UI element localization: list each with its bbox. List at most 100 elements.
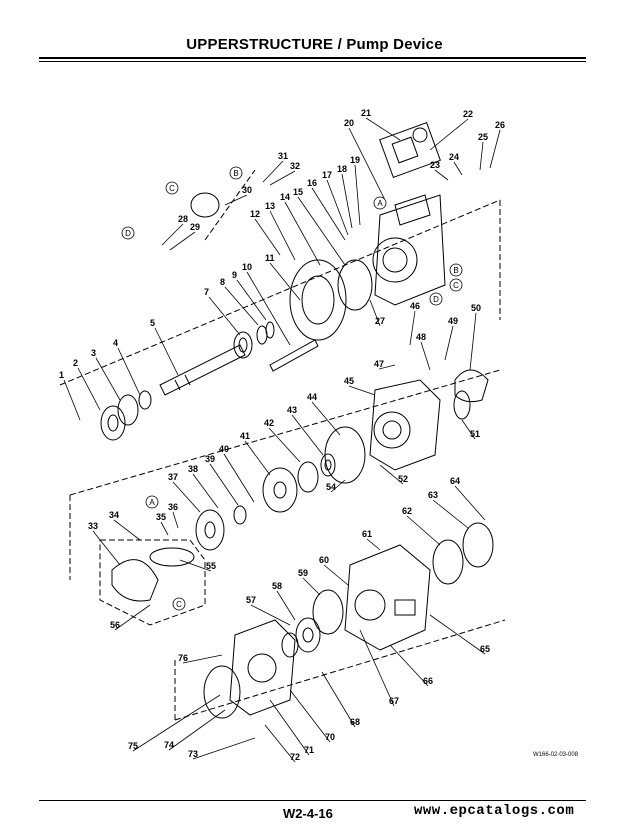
leader-line-76 [182,654,223,664]
bearing-57 [295,617,321,653]
leader-line-16 [311,187,346,241]
leader-line-7 [208,296,241,336]
page-number: W2-4-16 [283,806,333,821]
reference-mark-b: B [449,263,463,277]
plate-55 [149,547,195,567]
callout-24: 24 [449,152,459,162]
callout-9: 9 [232,270,237,280]
cylinder-block-41 [262,467,298,513]
callout-16: 16 [307,178,317,188]
callout-63: 63 [428,490,438,500]
callout-27: 27 [375,316,385,326]
leader-line-60 [323,564,349,586]
shaft-gear-51 [453,390,471,420]
callout-62: 62 [402,506,412,516]
regulator-block [379,122,441,178]
leader-line-50 [469,312,477,371]
callout-5: 5 [150,318,155,328]
leader-line-67 [359,629,395,707]
o-ring-3 [117,394,139,426]
cover-63 [462,522,494,568]
leader-line-52 [379,464,404,485]
leader-line-55 [179,559,212,572]
leader-line-57 [250,604,291,626]
website-link[interactable]: www.epcatalogs.com [414,803,575,819]
callout-52: 52 [398,474,408,484]
leader-line-26 [489,129,501,169]
valve-plate-42 [297,461,319,493]
svg-text:D: D [433,295,439,304]
leader-line-18 [341,173,353,229]
reference-mark-a: A [373,196,387,210]
leader-line-71 [269,699,310,756]
callout-47: 47 [374,359,384,369]
leader-line-29 [169,231,196,251]
leader-line-65 [429,614,486,655]
callout-25: 25 [478,132,488,142]
ring-58 [281,632,299,658]
callout-1: 1 [59,370,64,380]
callout-36: 36 [168,502,178,512]
leader-line-31 [262,160,284,183]
callout-67: 67 [389,696,399,706]
callout-50: 50 [471,303,481,313]
callout-38: 38 [188,464,198,474]
callout-37: 37 [168,472,178,482]
reference-mark-b: B [229,166,243,180]
callout-65: 65 [480,644,490,654]
gasket-59 [312,589,344,635]
leader-line-45 [348,385,376,396]
leader-line-15 [297,196,346,266]
callout-33: 33 [88,521,98,531]
leader-line-64 [454,485,486,521]
reference-mark-d: D [121,226,135,240]
pump-housing-upper [372,194,446,306]
callout-39: 39 [205,454,215,464]
leader-line-24 [453,161,463,176]
leader-line-30 [224,194,248,206]
callout-43: 43 [287,405,297,415]
leader-line-48 [420,341,431,371]
leader-line-42 [268,427,301,463]
callout-49: 49 [448,316,458,326]
callout-46: 46 [410,301,420,311]
callout-55: 55 [206,561,216,571]
reference-mark-c: C [165,181,179,195]
leader-line-13 [269,210,296,261]
callout-30: 30 [242,185,252,195]
bearing-43 [320,453,336,477]
bearing-7 [233,331,253,359]
leader-line-73 [192,737,256,760]
callout-73: 73 [188,749,198,759]
page-title: UPPERSTRUCTURE / Pump Device [186,36,443,53]
leader-line-68 [321,671,356,728]
leader-line-22 [429,118,469,151]
reference-mark-d: D [429,292,443,306]
callout-75: 75 [128,741,138,751]
figure-code: W166-02-03-008 [533,752,579,758]
leader-line-39 [209,463,239,506]
swash-plate-33 [111,559,159,602]
ring-9 [265,321,275,339]
callout-2: 2 [73,358,78,368]
callout-44: 44 [307,392,317,402]
callout-11: 11 [265,253,275,263]
callout-68: 68 [350,717,360,727]
leader-line-32 [269,170,296,186]
leader-line-23 [434,169,449,181]
pump-housing-lower [369,379,441,471]
gasket-62 [432,539,464,585]
leader-line-36 [172,511,179,529]
callout-71: 71 [304,745,314,755]
pin-10 [269,339,319,372]
leader-line-72 [264,724,296,763]
leader-line-1 [63,379,81,421]
leader-line-40 [223,453,255,503]
callout-32: 32 [290,161,300,171]
callout-45: 45 [344,376,354,386]
assembly-frame-lines [59,169,506,721]
leader-line-62 [406,515,441,546]
callout-41: 41 [240,431,250,441]
